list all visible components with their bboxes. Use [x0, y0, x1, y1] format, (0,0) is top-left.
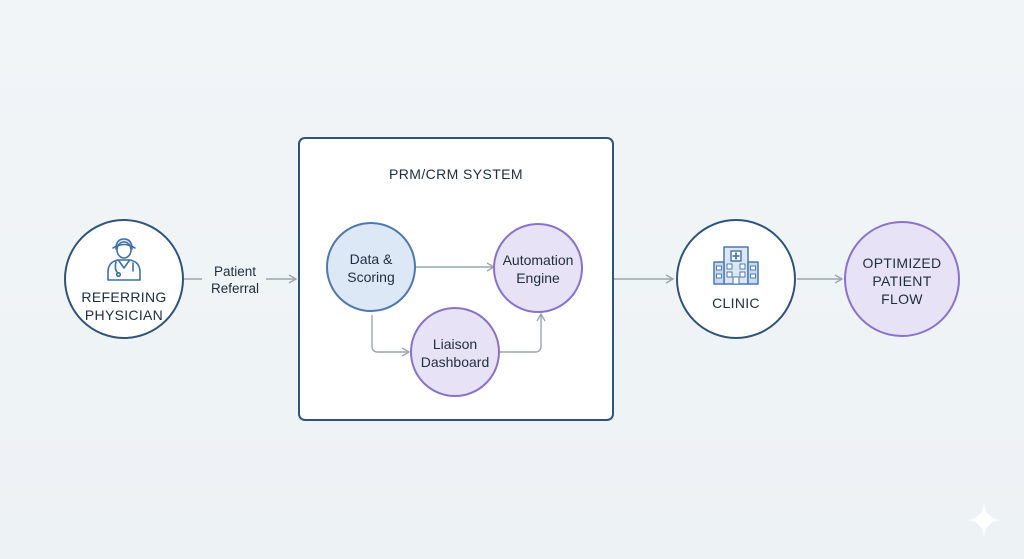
hospital-icon — [713, 246, 759, 285]
liaison-dashboard-node — [410, 307, 500, 397]
optimized-patient-flow-node — [844, 221, 960, 337]
doctor-icon — [107, 238, 141, 281]
referring-physician-label: REFERRING PHYSICIAN — [81, 289, 167, 323]
data-scoring-label: Data & Scoring — [347, 251, 395, 285]
arrow-data-to-liaison — [371, 315, 411, 357]
automation-engine-node — [493, 223, 583, 313]
optimized-patient-flow-label: OPTIMIZED PATIENT FLOW — [862, 255, 942, 307]
patient-referral-label: Patient Referral — [210, 264, 259, 296]
system-box-title: PRM/CRM SYSTEM — [389, 166, 523, 182]
arrow-liaison-to-automation — [500, 312, 546, 353]
automation-engine-label: Automation Engine — [502, 252, 574, 286]
clinic-label: CLINIC — [712, 295, 760, 311]
data-scoring-node — [326, 222, 416, 312]
liaison-dashboard-label: Liaison Dashboard — [420, 336, 490, 370]
sparkle-icon — [968, 504, 1000, 536]
prm-crm-system-box — [298, 137, 614, 421]
